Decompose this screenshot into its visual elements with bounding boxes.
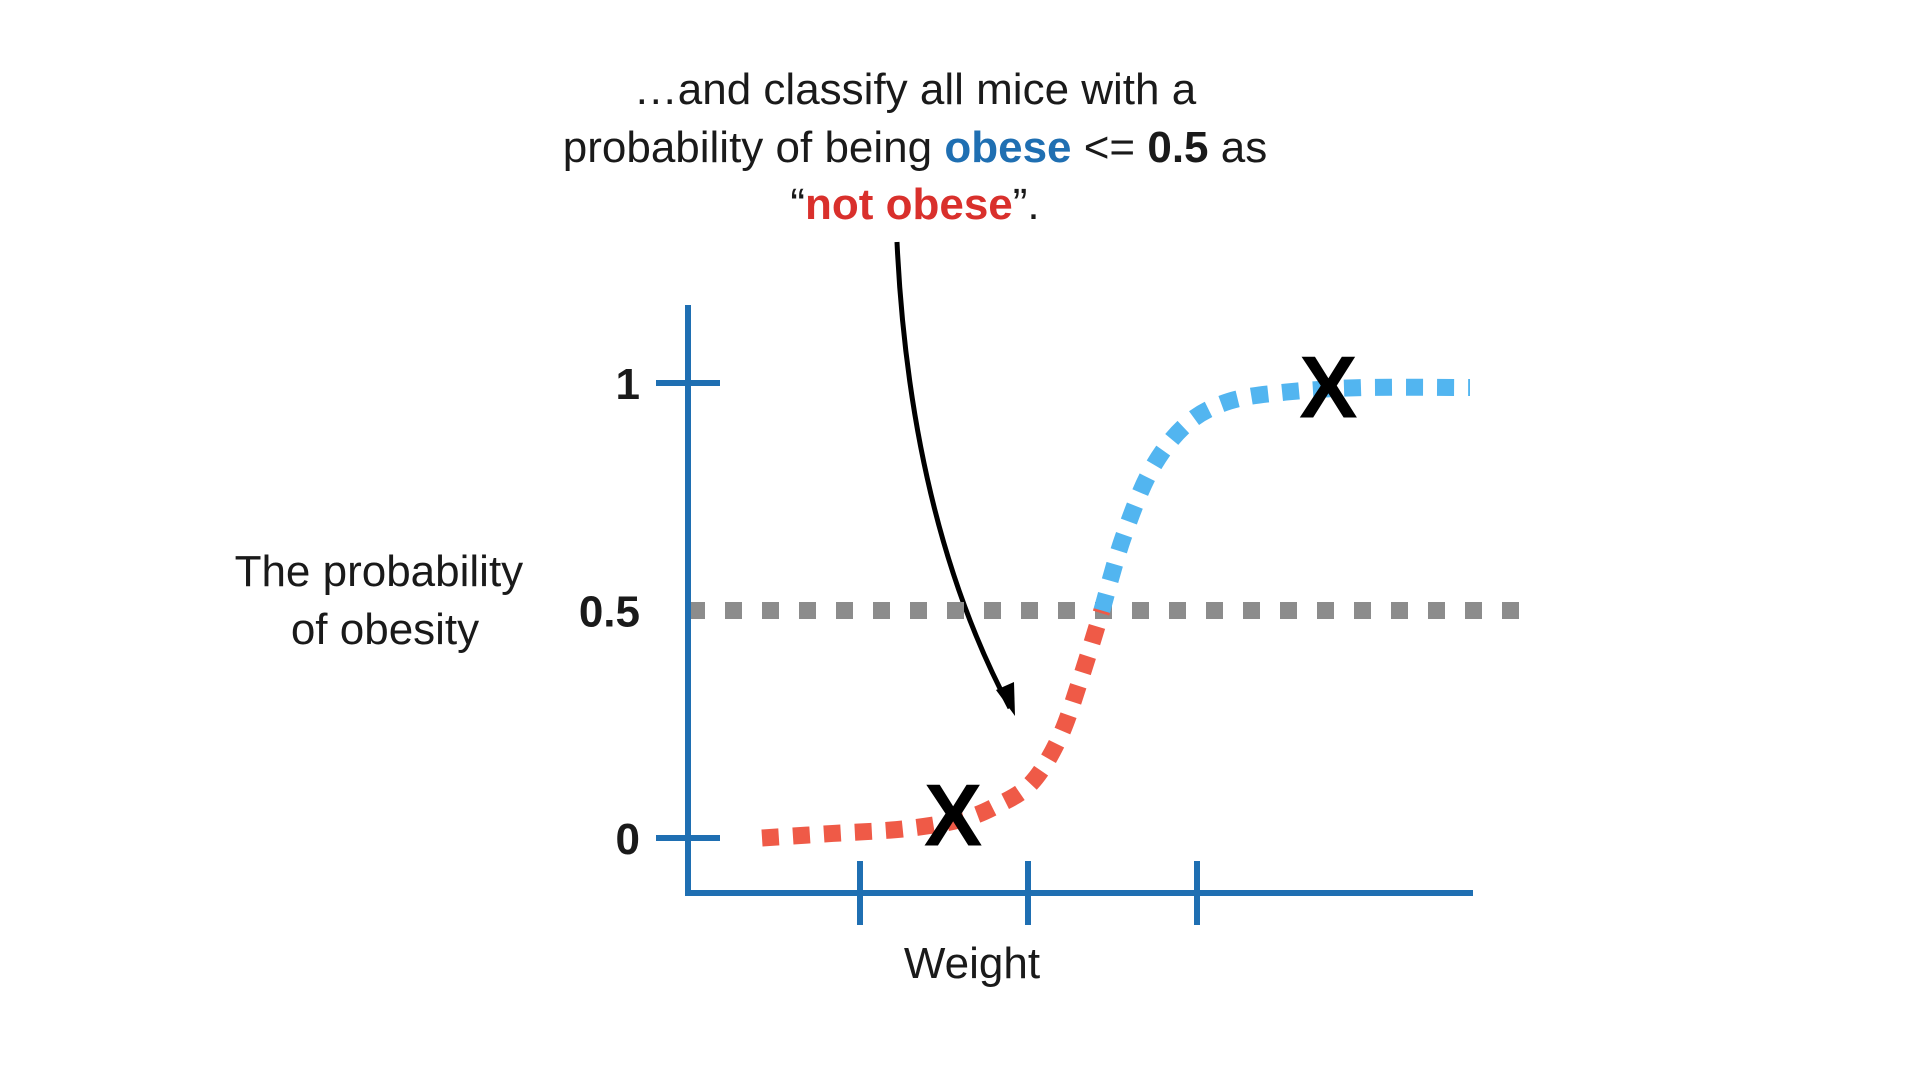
caption-line-2-suffix: as — [1209, 123, 1268, 172]
caption-line-2-mid: <= — [1072, 123, 1148, 172]
y-axis-label-line-2: of obesity — [291, 605, 479, 654]
y-tick-label-1: 0.5 — [579, 588, 640, 637]
caption-line-1-text: …and classify all mice with a — [634, 65, 1197, 114]
caption-open-quote: “ — [790, 180, 805, 229]
pointer-arrow-head — [996, 682, 1015, 716]
axes-group — [656, 305, 1473, 925]
y-tick-label-2: 1 — [616, 360, 640, 409]
y-tick-label-0: 0 — [616, 815, 640, 864]
caption-line-1: …and classify all mice with a — [634, 65, 1197, 114]
tick-labels-group: 00.51 — [579, 360, 640, 864]
caption-close-quote: ”. — [1013, 180, 1040, 229]
markers-group: XX — [924, 338, 1358, 865]
data-marker-0: X — [924, 765, 983, 864]
curve-group — [761, 378, 1471, 847]
caption-line-2-prefix: probability of being — [563, 123, 945, 172]
caption-threshold-bold: 0.5 — [1147, 123, 1208, 172]
data-marker-1: X — [1299, 338, 1358, 437]
curve-segment-not-obese — [761, 607, 1110, 847]
caption-obese-highlight: obese — [944, 123, 1071, 172]
y-axis-label: The probability of obesity — [235, 547, 536, 654]
caption-line-3: “not obese”. — [790, 180, 1039, 229]
pointer-arrow — [894, 241, 1013, 710]
x-axis-label: Weight — [904, 939, 1040, 988]
curve-segment-obese — [1093, 378, 1471, 613]
caption-line-2: probability of being obese <= 0.5 as — [563, 123, 1267, 172]
y-axis-label-line-1: The probability — [235, 547, 524, 596]
caption-not-obese-highlight: not obese — [805, 180, 1013, 229]
